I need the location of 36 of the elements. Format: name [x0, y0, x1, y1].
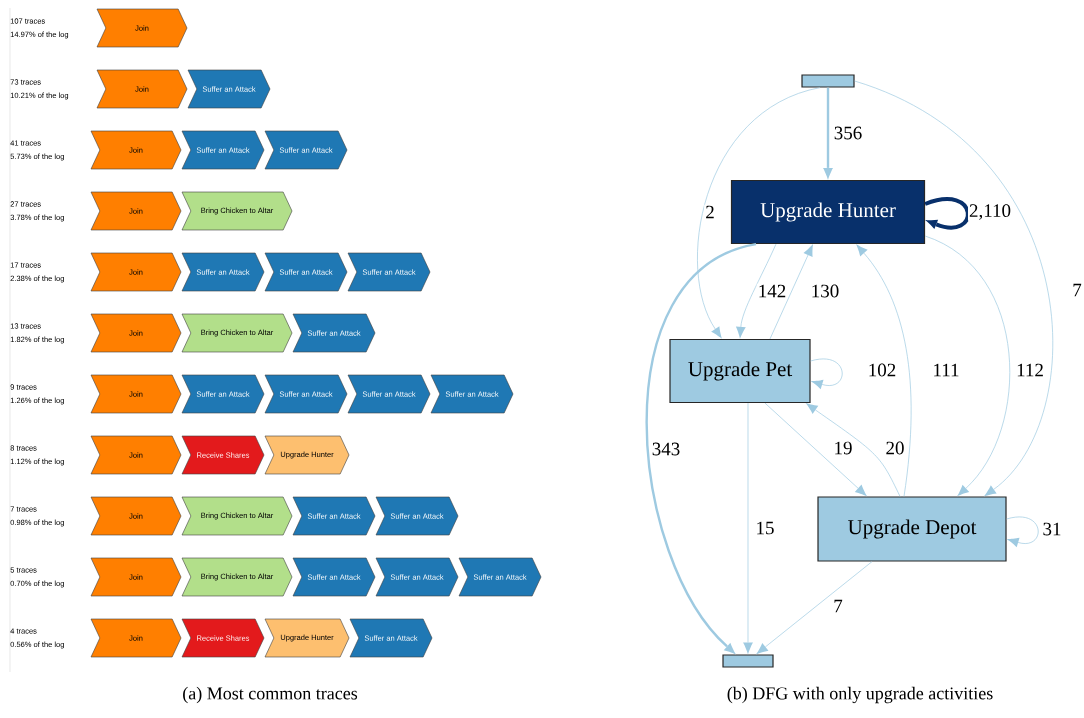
arrow: [769, 244, 813, 340]
arrow: [697, 87, 821, 339]
arrow: [756, 561, 873, 655]
edge-label: 7: [832, 598, 844, 614]
arrow: [1006, 516, 1039, 548]
edge-label: 130: [809, 283, 841, 299]
arrow: [764, 402, 867, 497]
edge-label: 31: [1041, 521, 1063, 537]
start-box: [801, 74, 855, 88]
arrow: [805, 403, 901, 497]
arrow: [924, 235, 1011, 497]
activity-box: Upgrade Depot: [817, 496, 1007, 562]
arrow: [743, 402, 753, 655]
arrow: [924, 197, 970, 230]
arrow: [810, 358, 843, 390]
edge-label: 356: [832, 125, 864, 141]
edge-label: 19: [832, 440, 854, 456]
edge-label: 20: [884, 440, 906, 456]
edge-label: 2: [704, 204, 716, 220]
edge-label: 102: [866, 362, 898, 378]
arrow: [854, 80, 1053, 497]
edge-label: 7: [1071, 282, 1083, 298]
edge-label: 111: [931, 362, 961, 378]
activity-box: Upgrade Pet: [669, 338, 811, 404]
arrow: [823, 87, 833, 180]
arrow: [856, 244, 912, 497]
edge-label: 2,110: [968, 203, 1013, 221]
arrow: [645, 242, 757, 655]
edge-label: 343: [650, 441, 682, 457]
activity-box: Upgrade Hunter: [730, 179, 926, 245]
edge-label: 15: [754, 520, 776, 536]
caption: (a) Most common traces: [183, 686, 358, 704]
edge-label: 112: [1015, 362, 1045, 378]
edge-label: 142: [756, 283, 788, 299]
caption: (b) DFG with only upgrade activities: [727, 686, 993, 704]
arrow: [735, 243, 777, 339]
